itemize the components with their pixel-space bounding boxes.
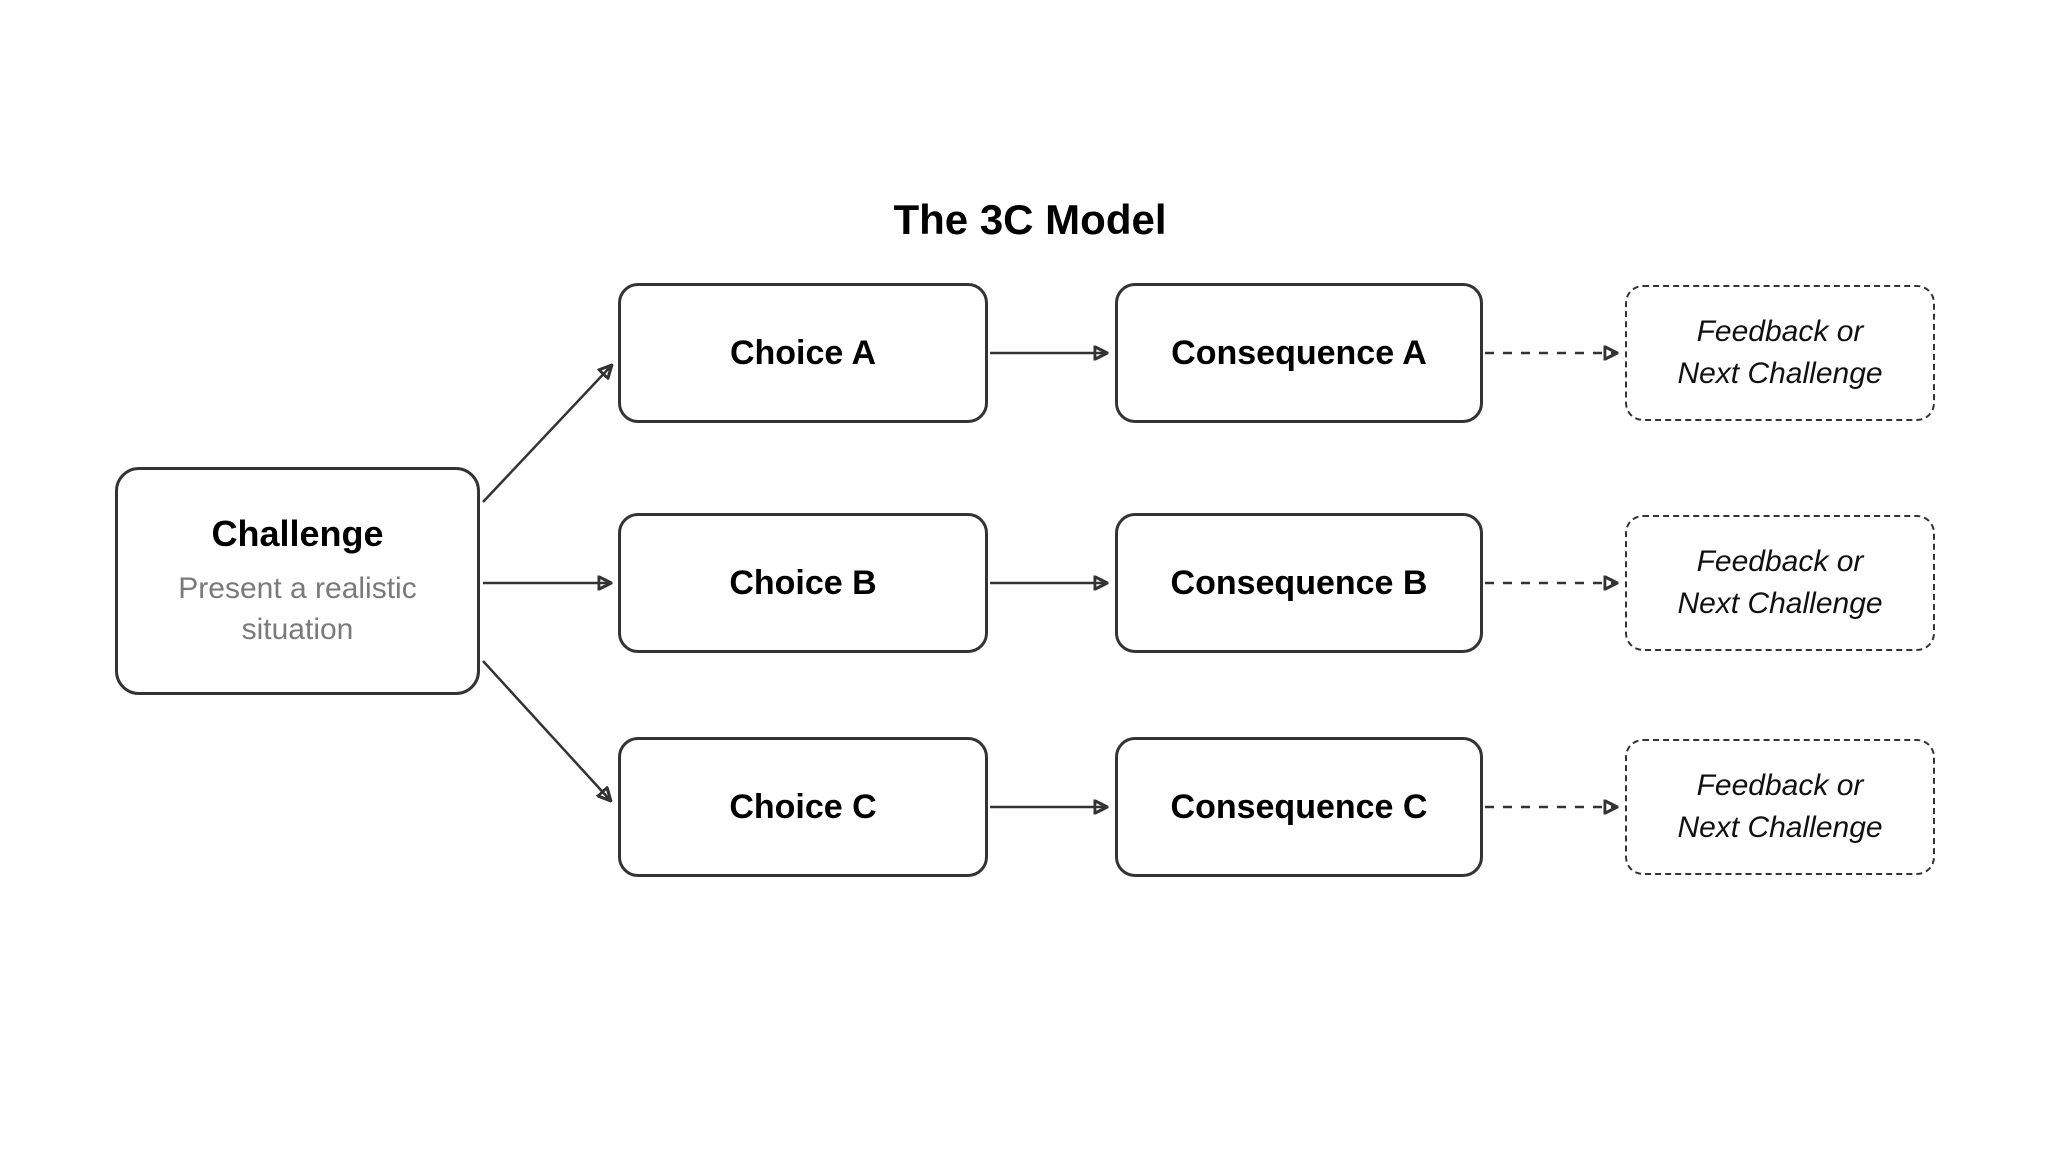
challenge-label: Challenge: [211, 512, 384, 554]
consequence-b-label: Consequence B: [1170, 563, 1428, 602]
choice-a-label: Choice A: [729, 333, 877, 372]
feedback-a-line2: Next Challenge: [1677, 357, 1883, 390]
feedback-c-line1: Feedback or: [1696, 769, 1864, 802]
feedback-a-node: Feedback or Next Challenge: [1625, 285, 1935, 421]
feedback-c-node: Feedback or Next Challenge: [1625, 739, 1935, 875]
arrow-challenge-to-choice-a: [482, 366, 611, 503]
choice-b-node: Choice B: [618, 513, 988, 653]
consequence-a-label: Consequence A: [1171, 333, 1427, 372]
arrow-challenge-to-choice-c: [482, 660, 610, 800]
consequence-c-node: Consequence C: [1115, 737, 1483, 877]
choice-a-node: Choice A: [618, 283, 988, 423]
choice-c-node: Choice C: [618, 737, 988, 877]
consequence-a-node: Consequence A: [1115, 283, 1483, 423]
choice-c-label: Choice C: [729, 787, 877, 826]
feedback-a-line1: Feedback or: [1696, 315, 1864, 348]
consequence-c-label: Consequence C: [1170, 787, 1428, 826]
choice-b-label: Choice B: [729, 563, 877, 602]
feedback-c-line2: Next Challenge: [1677, 811, 1883, 844]
consequence-b-node: Consequence B: [1115, 513, 1483, 653]
feedback-b-line2: Next Challenge: [1677, 587, 1883, 620]
diagram-title: The 3C Model: [893, 196, 1167, 243]
feedback-b-line1: Feedback or: [1696, 545, 1864, 578]
challenge-description: Present a realistic situation: [178, 572, 417, 646]
challenge-node: Challenge Present a realistic situation: [115, 467, 480, 695]
feedback-b-node: Feedback or Next Challenge: [1625, 515, 1935, 651]
